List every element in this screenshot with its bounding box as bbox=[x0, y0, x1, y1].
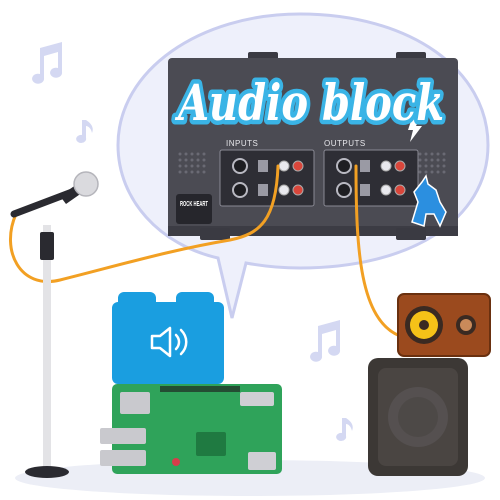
microphone-icon bbox=[60, 171, 99, 204]
outputs-label: OUTPUTS bbox=[324, 139, 366, 148]
speaker-cable bbox=[354, 164, 402, 338]
vent-grille-left bbox=[178, 152, 206, 174]
speaker-volume-icon bbox=[150, 326, 188, 358]
lightning-icon bbox=[408, 118, 422, 142]
outputs-panel bbox=[323, 149, 419, 207]
music-note-icon bbox=[310, 320, 341, 362]
raspberry-pi-board bbox=[100, 384, 282, 474]
audio-block-title: Audio block bbox=[170, 69, 448, 137]
rock-heart-logo: ROCK HEART bbox=[176, 194, 212, 224]
music-note-icon bbox=[32, 42, 63, 84]
blue-audio-module bbox=[112, 292, 224, 384]
unicorn-icon bbox=[411, 174, 447, 228]
music-note-icon bbox=[336, 418, 353, 441]
inputs-label: INPUTS bbox=[226, 139, 258, 148]
music-note-icon bbox=[76, 120, 93, 143]
cables bbox=[9, 164, 402, 338]
microphone-stand bbox=[10, 188, 76, 478]
wooden-speaker bbox=[397, 293, 491, 357]
vent-grille-right bbox=[418, 152, 446, 174]
microphone-cable bbox=[9, 164, 280, 283]
rock-heart-logo-text: ROCK HEART bbox=[180, 201, 208, 208]
inputs-panel bbox=[219, 149, 315, 207]
cabinet-speaker bbox=[368, 358, 468, 476]
title-text: Audio block bbox=[175, 73, 444, 132]
audio-block-device: INPUTS OUTPUTS ROCK HEART bbox=[168, 52, 458, 240]
